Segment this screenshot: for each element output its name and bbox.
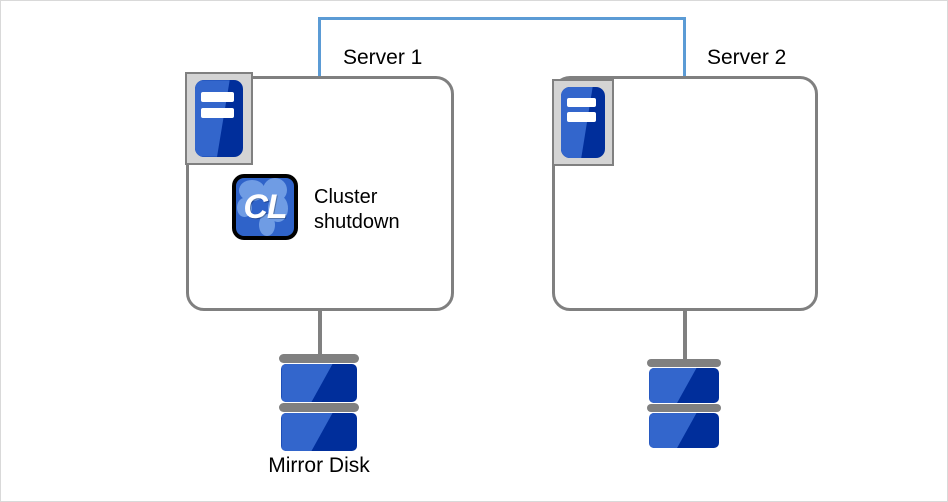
server-icon-bar-bottom bbox=[201, 107, 234, 118]
server-1-status-line-1: Cluster bbox=[314, 186, 378, 208]
server-icon-bar-top bbox=[201, 92, 234, 103]
disk-segment-upper bbox=[281, 364, 357, 402]
server-1-status-line-2: shutdown bbox=[314, 211, 400, 233]
disk-bar-top bbox=[647, 359, 721, 367]
server-icon-bar-top bbox=[567, 98, 597, 108]
server-2-disk-connector bbox=[683, 311, 687, 359]
disk-bar-middle bbox=[647, 404, 721, 412]
cl-blob-decoration bbox=[268, 195, 289, 223]
server-icon-body bbox=[560, 86, 606, 159]
server-icon-bar-bottom bbox=[567, 112, 597, 122]
server-1-disk-connector bbox=[318, 311, 322, 359]
disk-segment-lower bbox=[281, 413, 357, 451]
disk-segment-lower bbox=[649, 413, 719, 448]
server-2-machine-icon bbox=[552, 79, 614, 166]
interconnect-link bbox=[318, 17, 686, 79]
mirror-disk-2 bbox=[647, 359, 721, 456]
mirror-disk-1 bbox=[279, 354, 359, 459]
cl-blob-decoration bbox=[259, 213, 276, 236]
server-1-status-text: Cluster shutdown bbox=[314, 185, 400, 235]
server-1-machine-icon bbox=[185, 72, 253, 165]
cl-blob-decoration bbox=[237, 197, 253, 218]
cl-blob-decoration bbox=[239, 180, 265, 202]
server-2-label: Server 2 bbox=[707, 46, 787, 69]
mirror-disk-1-label: Mirror Disk bbox=[268, 454, 370, 477]
cl-icon: CL bbox=[232, 174, 298, 240]
disk-bar-middle bbox=[279, 403, 359, 412]
disk-segment-upper bbox=[649, 368, 719, 403]
server-icon-body bbox=[194, 80, 244, 157]
cl-icon-text: CL bbox=[243, 187, 287, 226]
server-1-label: Server 1 bbox=[343, 46, 423, 69]
disk-bar-top bbox=[279, 354, 359, 363]
